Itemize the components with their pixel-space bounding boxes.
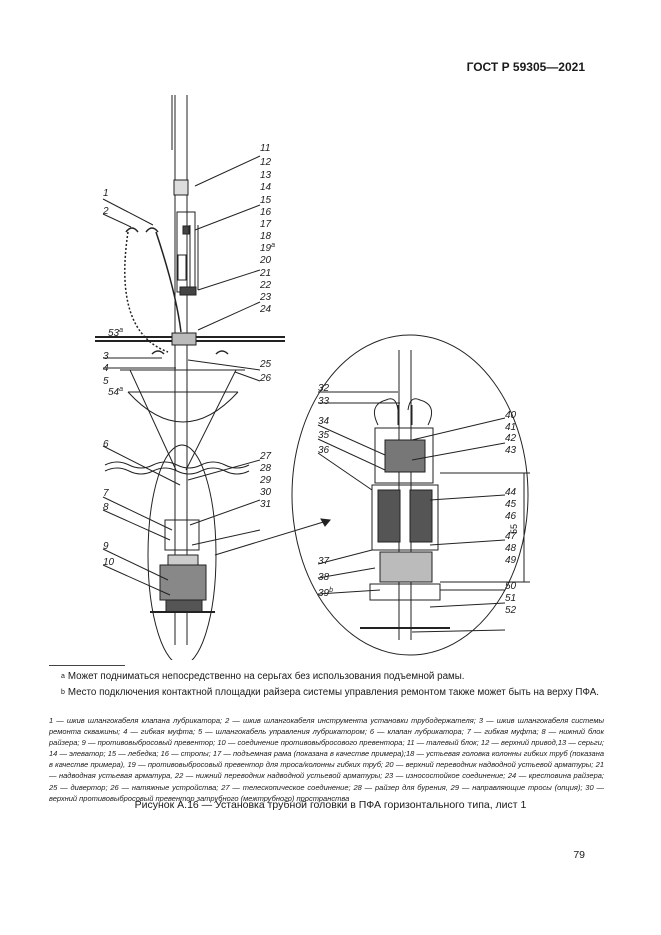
callout-31: 31 — [260, 499, 271, 510]
callout-2: 2 — [102, 206, 109, 217]
callout-14: 14 — [260, 182, 272, 193]
callout-51: 51 — [505, 593, 516, 604]
callout-27: 27 — [259, 451, 272, 462]
callout-5: 5 — [103, 376, 109, 387]
callout-43: 43 — [505, 445, 517, 456]
callout-10: 10 — [103, 557, 115, 568]
detail-arrow — [214, 519, 331, 556]
page-number: 79 — [573, 849, 585, 861]
callout-38: 38 — [318, 572, 330, 583]
detail-assembly — [360, 350, 450, 640]
callout-18: 18 — [260, 231, 272, 242]
callout-7: 7 — [103, 488, 109, 499]
callout-36: 36 — [318, 445, 330, 456]
callout-19: 19a — [260, 242, 275, 254]
callout-13: 13 — [260, 170, 272, 181]
callout-9: 9 — [103, 541, 109, 552]
footnote-b-mark: b — [61, 689, 65, 696]
callout-49: 49 — [505, 555, 517, 566]
callout-32: 32 — [318, 383, 330, 394]
callout-34: 34 — [318, 416, 330, 427]
callout-45: 45 — [505, 499, 517, 510]
figure-legend: 1 — шкив шлангокабеля клапана лубрикатор… — [49, 716, 604, 803]
footnote-a-text: Может подниматься непосредственно на сер… — [67, 671, 465, 682]
callout-12: 12 — [260, 157, 272, 168]
callout-22: 22 — [259, 280, 272, 291]
callout-17: 17 — [260, 219, 272, 230]
callout-28: 28 — [259, 463, 272, 474]
callout-44: 44 — [505, 487, 517, 498]
callout-39: 39b — [318, 587, 333, 599]
callout-42: 42 — [505, 433, 517, 444]
callout-6: 6 — [103, 439, 109, 450]
footnote-a-mark: a — [61, 673, 65, 680]
callout-53-sup: a — [119, 327, 123, 334]
callout-19-sup: a — [271, 242, 275, 249]
footnote-rule — [49, 665, 125, 666]
detail-ellipse-small — [147, 444, 217, 660]
callout-21: 21 — [259, 268, 271, 279]
callout-16: 16 — [260, 207, 272, 218]
bop-stack-small — [150, 519, 215, 645]
callout-46: 46 — [505, 511, 517, 522]
platform-deck — [95, 332, 285, 375]
leader-lines-left — [102, 155, 261, 596]
callout-54: 54a — [108, 386, 123, 398]
figure-caption: Рисунок А.16 — Установка трубной головки… — [134, 799, 527, 811]
leader-lines-right — [317, 391, 506, 633]
callout-33: 33 — [318, 396, 330, 407]
callout-52: 52 — [505, 605, 517, 616]
footnote-b-text: Место подключения контактной площадки ра… — [67, 687, 599, 698]
sheaves — [124, 227, 229, 355]
callout-39-sup: b — [329, 587, 333, 594]
callout-3: 3 — [103, 351, 109, 362]
detail-ellipse-large — [291, 334, 529, 656]
callout-23: 23 — [259, 292, 272, 303]
callout-37: 37 — [318, 556, 330, 567]
callout-4: 4 — [103, 363, 109, 374]
callout-25: 25 — [259, 359, 272, 370]
callout-35: 35 — [318, 430, 330, 441]
callout-30: 30 — [260, 487, 272, 498]
callout-47: 47 — [505, 531, 517, 542]
callout-29: 29 — [259, 475, 272, 486]
callout-24: 24 — [259, 304, 272, 315]
main-string — [171, 95, 199, 560]
callout-50: 50 — [505, 581, 517, 592]
callout-40: 40 — [505, 410, 517, 421]
callout-20: 20 — [259, 255, 272, 266]
callout-48: 48 — [505, 543, 517, 554]
callout-54-sup: a — [119, 386, 123, 393]
dimension-line: 55 — [440, 472, 530, 583]
callout-41: 41 — [505, 422, 516, 433]
float-bowl — [120, 369, 245, 471]
document-header: ГОСТ Р 59305—2021 — [466, 60, 585, 74]
callout-26: 26 — [259, 373, 272, 384]
callout-15: 15 — [260, 195, 272, 206]
water-waves — [104, 461, 250, 475]
callout-1: 1 — [103, 188, 109, 199]
callout-8: 8 — [103, 502, 109, 513]
callout-11: 11 — [260, 143, 270, 154]
dimension-label-55: 55 — [509, 524, 519, 534]
